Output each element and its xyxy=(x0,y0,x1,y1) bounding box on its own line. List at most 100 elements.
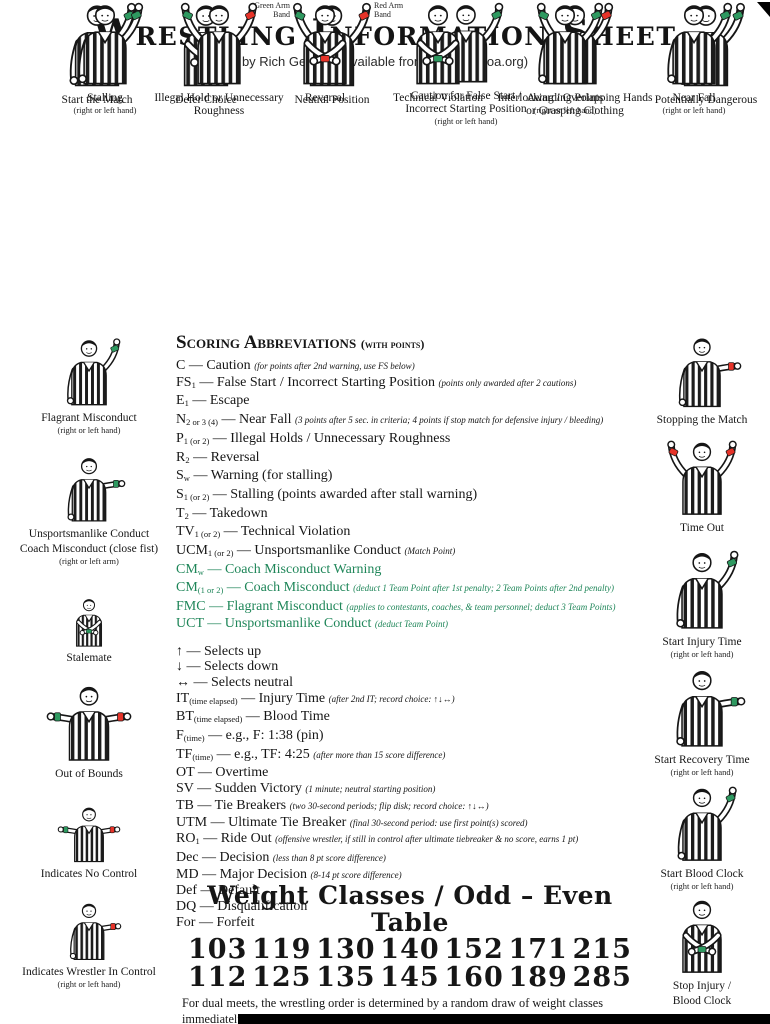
signal-sublabel: (right or left hand) xyxy=(662,105,726,115)
signal-sublabel: (right or left hand) xyxy=(434,116,498,126)
signal-label: Start Injury Time xyxy=(662,636,742,648)
signal-time-out: Time Out xyxy=(636,438,768,548)
weight-classes-section: Weight Classes / Odd – Even Table 103 11… xyxy=(182,882,638,1024)
right-signal-column: Stopping the Match Time Out Start Injury… xyxy=(636,334,768,1016)
left-signal-column: Flagrant Misconduct (right or left hand)… xyxy=(0,336,178,1016)
weight-class: 145 xyxy=(380,962,440,993)
signal-label: Neutral Position xyxy=(294,94,370,106)
signal-label: Start Recovery Time xyxy=(654,754,750,766)
signal-label: Unsportsmanlike Conduct xyxy=(28,528,150,540)
signal-label: Potentially Dangerous xyxy=(654,94,758,106)
signal-label: Reversal xyxy=(304,92,346,104)
signal-label: Out of Bounds xyxy=(55,768,123,780)
weight-class: 152 xyxy=(444,934,504,965)
signal-label: Stopping the Match xyxy=(656,414,748,426)
weight-class: 103 xyxy=(188,934,248,965)
weight-row-odd: 103 119 130 140 152 171 215 xyxy=(182,936,638,964)
signal-label: Near Fall xyxy=(672,92,716,104)
green-arm-band-note: Green Arm Band xyxy=(254,1,290,19)
weight-class: 285 xyxy=(572,962,632,993)
signal-label: Stop Injury / xyxy=(672,980,732,992)
signal-label: Start Blood Clock xyxy=(660,868,744,880)
referee-illustration xyxy=(0,336,178,410)
signal-unsportsmanlike-conduct: Unsportsmanlike Conduct Coach Misconduct… xyxy=(0,454,178,596)
signal-sublabel: (right or left arm) xyxy=(59,556,119,566)
scoring-list: C — Caution (for points after 2nd warnin… xyxy=(176,358,616,930)
signal-sublabel: (right or left hand) xyxy=(533,105,597,115)
referee-illustration xyxy=(0,900,178,964)
signal-label: Defer Choice xyxy=(175,94,237,106)
referee-illustration xyxy=(0,804,178,866)
signal-label-2: Blood Clock xyxy=(672,995,732,1007)
red-arm-band-note: Red Arm Band xyxy=(374,1,404,19)
signal-label: Start the Match xyxy=(61,94,133,106)
weight-class: 215 xyxy=(572,934,632,965)
signal-label: Interlocking / Overlapping Hands or Gras… xyxy=(497,92,653,117)
signal-label: Technical Violation xyxy=(393,92,483,104)
referee-illustration xyxy=(636,666,768,752)
weight-class: 130 xyxy=(316,934,376,965)
referee-illustration xyxy=(636,334,768,412)
referee-illustration xyxy=(0,596,178,650)
signal-label-2: Coach Misconduct (close fist) xyxy=(19,543,159,555)
referee-illustration xyxy=(634,0,754,90)
referee-illustration xyxy=(502,0,628,90)
signal-illegal-hold: Illegal Hold or Unnecessary Roughness xyxy=(152,0,286,130)
weight-row-even: 112 125 135 145 160 189 285 xyxy=(182,964,638,992)
weight-class: 189 xyxy=(508,962,568,993)
signal-technical-violation: Technical Violation xyxy=(378,0,498,130)
signal-sublabel: (right or left hand) xyxy=(57,979,121,989)
signal-near-fall: Near Fall (right or left hand) xyxy=(634,0,754,130)
signal-stalemate: Stalemate xyxy=(0,596,178,682)
signal-awarding-points: Awarding Points (right or left hand) xyxy=(502,0,628,130)
referee-illustration xyxy=(272,0,378,90)
signal-flagrant-misconduct: Flagrant Misconduct (right or left hand) xyxy=(0,336,178,454)
signal-label: Caution for False Start / Incorrect Star… xyxy=(405,90,527,115)
weight-class: 171 xyxy=(508,934,568,965)
weight-class: 160 xyxy=(444,962,504,993)
signal-sublabel: (right or left hand) xyxy=(670,881,734,891)
signal-out-of-bounds: Out of Bounds xyxy=(0,682,178,804)
referee-illustration xyxy=(378,0,498,90)
signal-stop-injury-blood-clock: Stop Injury / Blood Clock xyxy=(636,896,768,1016)
referee-illustration xyxy=(636,784,768,866)
signal-label: Flagrant Misconduct xyxy=(41,412,137,424)
signal-start-recovery-time: Start Recovery Time (right or left hand) xyxy=(636,666,768,784)
weight-table-title: Weight Classes / Odd – Even Table xyxy=(207,881,613,937)
signal-label: Indicates No Control xyxy=(40,868,138,880)
signal-sublabel: (right or left hand) xyxy=(670,649,734,659)
referee-illustration xyxy=(636,896,768,978)
signal-start-blood-clock: Start Blood Clock (right or left hand) xyxy=(636,784,768,896)
signal-label: Stalemate xyxy=(66,652,112,664)
weight-class: 135 xyxy=(316,962,376,993)
signal-label: Illegal Hold or Unnecessary Roughness xyxy=(154,92,284,117)
signal-reversal: Reversal xyxy=(272,0,378,130)
signal-stalling: Stalling (right or left hand) xyxy=(45,0,165,130)
scoring-heading-text: Scoring Abbreviations xyxy=(176,332,357,353)
signal-indicates-no-control: Indicates No Control xyxy=(0,804,178,900)
signal-indicates-wrestler-in-control: Indicates Wrestler In Control (right or … xyxy=(0,900,178,1016)
referee-illustration xyxy=(0,682,178,766)
referee-illustration xyxy=(152,0,286,90)
referee-illustration xyxy=(636,548,768,634)
signal-label: Indicates Wrestler In Control xyxy=(22,966,156,978)
scoring-abbreviations-section: Scoring Abbreviations (with points) C — … xyxy=(176,332,662,931)
weight-class: 140 xyxy=(380,934,440,965)
weight-class: 125 xyxy=(252,962,312,993)
signal-label: Stalling xyxy=(87,92,123,104)
signal-start-injury-time: Start Injury Time (right or left hand) xyxy=(636,548,768,666)
weight-class: 112 xyxy=(188,962,248,993)
signal-label: Time Out xyxy=(680,522,724,534)
signal-sublabel: (right or left hand) xyxy=(670,767,734,777)
referee-illustration xyxy=(0,454,178,526)
signal-sublabel: (right or left hand) xyxy=(73,105,137,115)
weight-class: 119 xyxy=(252,934,312,965)
scan-artifact-bottom-bar xyxy=(238,1014,770,1024)
signal-stopping-the-match: Stopping the Match xyxy=(636,334,768,438)
referee-illustration xyxy=(636,438,768,520)
scoring-heading: Scoring Abbreviations (with points) xyxy=(176,332,662,355)
signal-label: Awarding Points xyxy=(526,92,604,104)
scoring-heading-note: (with points) xyxy=(360,337,425,351)
referee-illustration xyxy=(45,0,165,90)
